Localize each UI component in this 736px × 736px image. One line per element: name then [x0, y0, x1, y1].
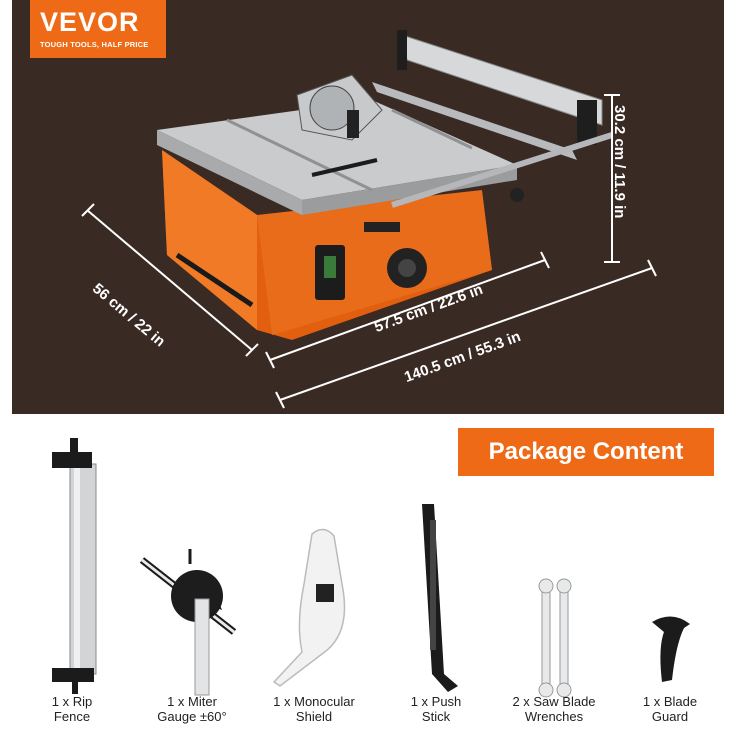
product-dimension-panel: VEVOR TOUGH TOOLS, HALF PRICE 56 cm / 22… — [12, 0, 724, 414]
package-item-monocular-shield: 1 x Monocular Shield — [254, 694, 374, 724]
package-item-label: Fence — [53, 709, 91, 724]
table-saw-illustration — [81, 30, 657, 409]
brand-logo: VEVOR TOUGH TOOLS, HALF PRICE — [30, 0, 166, 58]
package-item-label: Gauge ±60° — [157, 709, 227, 724]
brand-tagline: TOUGH TOOLS, HALF PRICE — [40, 40, 149, 49]
package-item-label: Stick — [421, 709, 451, 724]
package-item-label: 1 x Rip — [51, 694, 93, 709]
brand-name: VEVOR — [40, 7, 140, 37]
package-item-label: Shield — [295, 709, 333, 724]
package-item-label: 1 x Miter — [167, 694, 217, 709]
miter-gauge-icon — [139, 549, 237, 696]
rip-fence-icon — [52, 438, 97, 694]
package-item-label: 2 x Saw Blade — [512, 694, 596, 709]
package-item-label: 1 x Blade — [642, 694, 698, 709]
package-item-rip-fence: 1 x Rip Fence — [12, 694, 132, 724]
package-item-label: Wrenches — [524, 709, 584, 724]
package-item-label: 1 x Monocular — [273, 694, 355, 709]
monocular-shield-icon — [272, 528, 346, 687]
wrench-icon — [538, 578, 572, 698]
package-item-wrenches: 2 x Saw Blade Wrenches — [494, 694, 614, 724]
package-item-label: 1 x Push — [410, 694, 462, 709]
package-items-illustration — [52, 438, 690, 698]
package-item-blade-guard: 1 x Blade Guard — [610, 694, 730, 724]
package-content-panel: Package Content — [12, 424, 724, 736]
package-item-label: Guard — [651, 709, 689, 724]
push-stick-icon — [422, 504, 458, 692]
package-content-title: Package Content — [458, 428, 714, 476]
package-item-miter-gauge: 1 x Miter Gauge ±60° — [132, 694, 252, 724]
blade-guard-icon — [652, 616, 690, 682]
height-dimension-label: 30.2 cm / 11.9 in — [611, 105, 628, 219]
package-item-push-stick: 1 x Push Stick — [376, 694, 496, 724]
dimension-lines — [81, 94, 657, 409]
